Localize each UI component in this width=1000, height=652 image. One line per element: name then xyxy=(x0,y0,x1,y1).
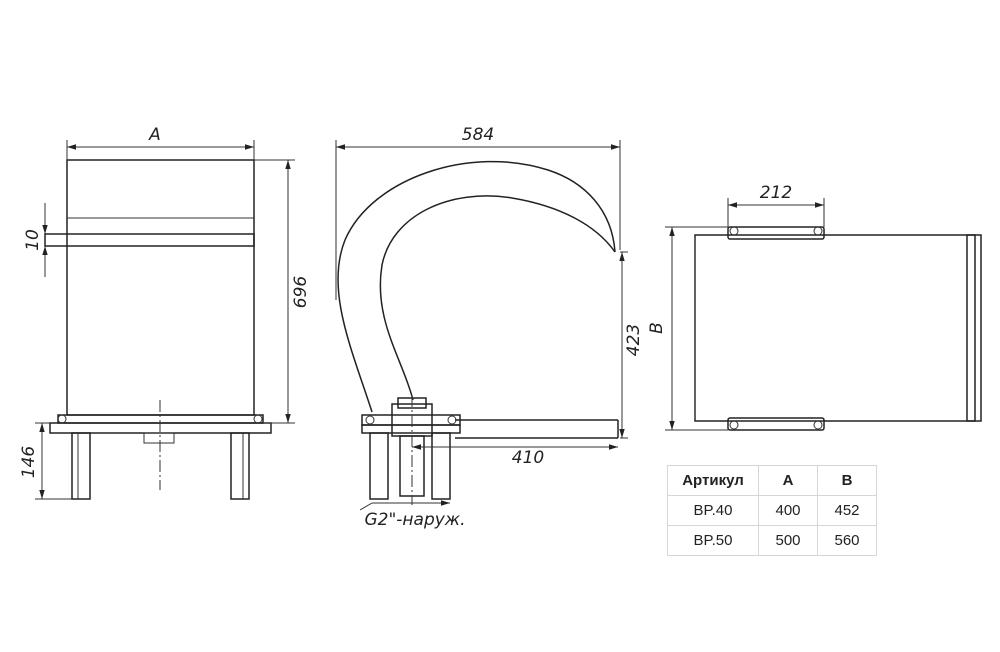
dim-b-label: B xyxy=(647,322,667,334)
cell-b: 560 xyxy=(817,525,877,556)
dim-a-label: A xyxy=(148,125,161,145)
dim-10-label: 10 xyxy=(23,229,43,251)
dim-146-label: 146 xyxy=(19,446,39,479)
table-row: BP.50 500 560 xyxy=(667,525,877,556)
dim-584-label: 584 xyxy=(462,125,494,145)
cell-b: 452 xyxy=(817,495,877,526)
spec-table: Артикул A B BP.40 400 452 BP.50 500 560 xyxy=(667,465,877,556)
thread-label: G2"-наруж. xyxy=(364,510,465,530)
dim-423-label: 423 xyxy=(624,324,644,356)
header-article: Артикул xyxy=(667,465,759,496)
top-view xyxy=(665,198,982,431)
header-a: A xyxy=(758,465,818,496)
table-header-row: Артикул A B xyxy=(667,465,877,496)
front-view xyxy=(35,140,295,500)
cell-a: 400 xyxy=(758,495,818,526)
side-view xyxy=(335,140,628,511)
dim-696-label: 696 xyxy=(291,276,311,309)
header-b: B xyxy=(817,465,877,496)
dim-410-label: 410 xyxy=(512,448,544,468)
cell-article: BP.50 xyxy=(667,525,759,556)
dim-212-label: 212 xyxy=(760,183,792,203)
table-row: BP.40 400 452 xyxy=(667,495,877,526)
cell-a: 500 xyxy=(758,525,818,556)
cell-article: BP.40 xyxy=(667,495,759,526)
